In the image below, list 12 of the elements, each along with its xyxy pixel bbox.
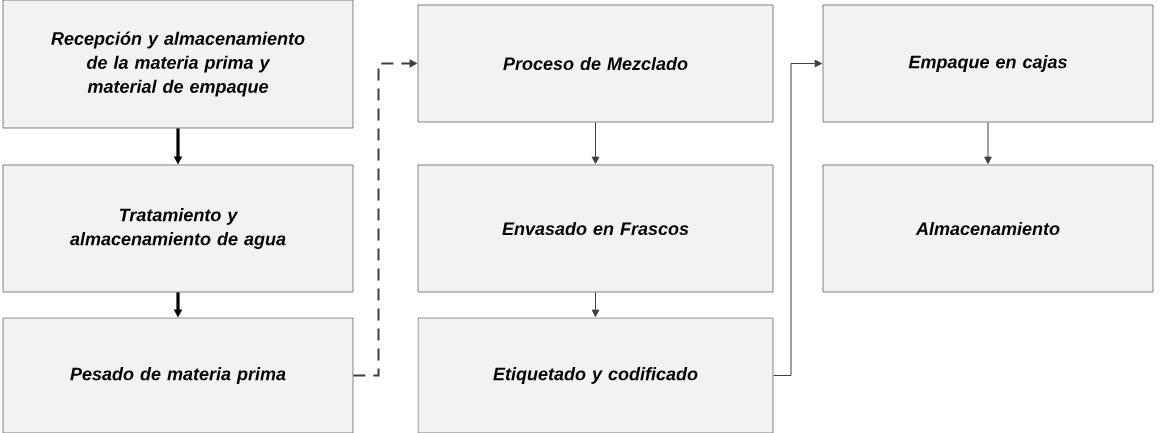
process-box: Recepción y almacenamiento de la materia prima y material de empaque — [2, 0, 354, 129]
process-box: Envasado en Frascos — [417, 164, 774, 293]
arrow — [591, 121, 600, 164]
arrow — [772, 59, 822, 376]
arrow — [591, 291, 600, 317]
process-box: Almacenamiento — [822, 164, 1154, 293]
arrow — [984, 121, 992, 164]
process-box: Proceso de Mezclado — [417, 4, 774, 123]
process-box: Tratamiento y almacenamiento de agua — [2, 164, 354, 293]
process-box: Etiquetado y codificado — [417, 317, 774, 433]
process-box: Empaque en cajas — [822, 4, 1154, 123]
process-box: Pesado de materia prima — [2, 317, 354, 433]
